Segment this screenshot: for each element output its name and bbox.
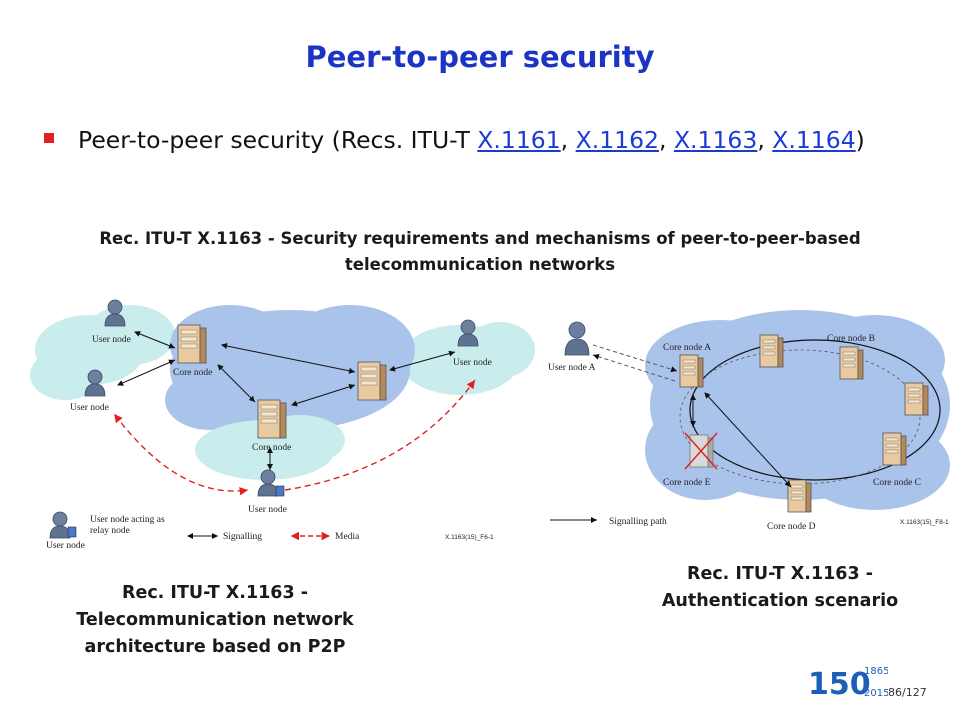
user-node-label: User node (46, 541, 85, 551)
user-node-label: User node (248, 505, 287, 515)
signal-arrow (704, 392, 792, 488)
link-x1163[interactable]: X.1163 (673, 126, 758, 154)
core-node-b-icon (839, 346, 864, 380)
core-node-b-label: Core node B (827, 334, 875, 344)
dashed-path (679, 349, 921, 485)
cloud-right (400, 322, 535, 395)
signalling-path-legend-label: Signalling path (609, 517, 667, 527)
left-figure-caption: Rec. ITU-T X.1163 - Telecommunication ne… (76, 583, 354, 657)
itu-150-logo: 150 1865 2015 (808, 666, 888, 702)
logo-text: 150 (808, 667, 871, 702)
bullet-item: Peer-to-peer security (Recs. ITU-T X.116… (44, 126, 865, 154)
separator: , (659, 126, 674, 154)
user-node-label: User node (70, 403, 109, 413)
core-node-d-label: Core node D (767, 522, 816, 532)
core-node-d-icon (787, 479, 812, 513)
media-legend-label: Media (335, 532, 360, 542)
authentication-scenario-diagram: User node A Core node A Core node B Core… (548, 310, 950, 532)
core-node-server-icon (257, 399, 287, 439)
separator: , (560, 126, 576, 154)
cloud-left (30, 305, 175, 400)
p2p-architecture-diagram: User node User node User node Core node … (30, 299, 535, 551)
auth-response-arrow (592, 353, 676, 382)
logo-year-top: 1865 (864, 666, 888, 677)
database-icon (275, 485, 285, 497)
core-node-server-icon (177, 324, 207, 364)
core-node-a-icon (679, 354, 704, 388)
signal-arrow (134, 331, 176, 349)
signal-arrow (389, 350, 456, 372)
signal-arrow (291, 383, 356, 407)
user-node-a-icon (568, 321, 586, 339)
link-x1161[interactable]: X.1161 (477, 126, 561, 154)
user-node-a-body (564, 338, 590, 356)
core-node-c-label: Core node C (873, 478, 921, 488)
relay-node-legend-icon (49, 511, 71, 539)
separator: , (757, 126, 773, 154)
bullet-text: Peer-to-peer security (Recs. ITU-T (78, 126, 478, 154)
signal-arrow (217, 364, 256, 403)
auth-request-arrow (592, 344, 678, 373)
core-node-label: Core node (173, 368, 212, 378)
core-node-a-label: Core node A (663, 343, 711, 353)
core-node-icon (759, 334, 784, 368)
user-node-label: User node (92, 335, 131, 345)
bullet-suffix: ) (855, 126, 865, 154)
signal-arrow (117, 359, 176, 386)
core-node-c-icon (882, 432, 907, 466)
core-node-label: Core node (252, 443, 291, 453)
recommendation-header: Rec. ITU-T X.1163 - Security requirement… (99, 229, 861, 274)
database-icon (67, 526, 77, 538)
media-arrow (114, 413, 249, 496)
link-x1162[interactable]: X.1162 (575, 126, 659, 154)
figure-code: X.1163(15)_F6-1 (445, 534, 494, 541)
user-node-a-label: User node A (548, 363, 596, 373)
core-node-icon (904, 382, 929, 416)
core-node-e-label: Core node E (663, 478, 711, 488)
media-arrow (284, 379, 476, 491)
link-x1164[interactable]: X.1164 (772, 126, 856, 154)
core-node-e-compromised-icon (684, 432, 718, 470)
user-node-label: User node (453, 358, 492, 368)
page-number: 86/127 (888, 686, 927, 699)
right-figure-caption: Rec. ITU-T X.1163 - Authentication scena… (661, 564, 899, 611)
signalling-legend-label: Signalling (223, 532, 262, 542)
logo-year-bottom: 2015 (864, 688, 888, 699)
relay-node-legend-label-1: User node acting as (90, 515, 165, 525)
figure-code: X.1163(15)_F8-1 (900, 519, 949, 526)
page-title: Peer-to-peer security (305, 40, 655, 74)
relay-node-legend-label-2: relay node (90, 526, 130, 536)
signal-arrow (221, 343, 356, 374)
core-node-server-icon (357, 361, 387, 401)
bullet-square-icon (44, 132, 54, 143)
